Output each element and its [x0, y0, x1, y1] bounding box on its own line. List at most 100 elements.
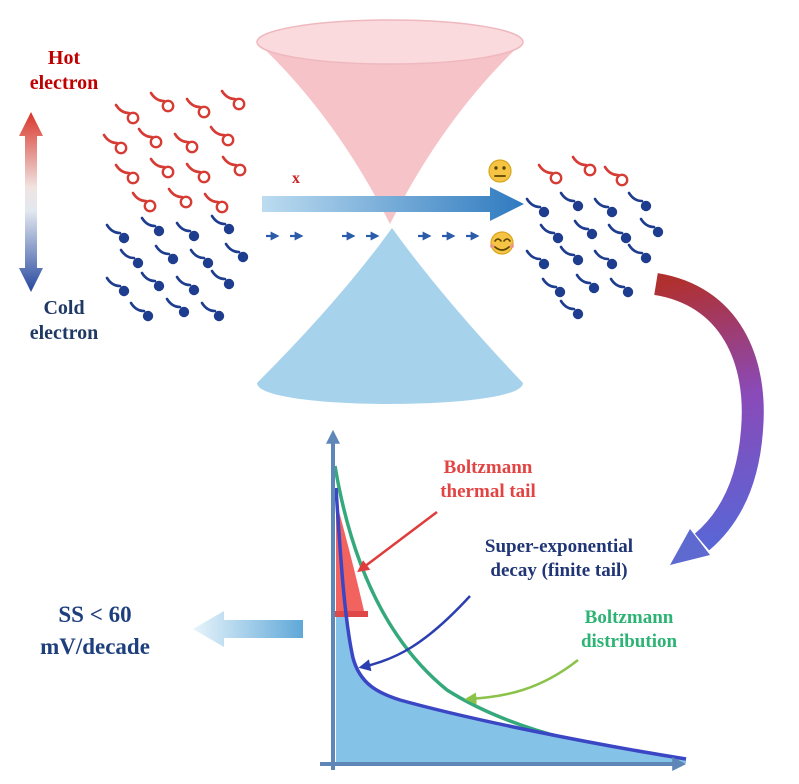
cold-electron-icon	[223, 223, 235, 235]
cold-electron-icon	[213, 310, 225, 322]
cold-electron-icon	[129, 301, 146, 313]
hot-electron-icon	[137, 127, 154, 139]
cold-electron-icon	[210, 214, 227, 226]
hot-electron-icon	[197, 105, 211, 119]
hot-electron-icon	[221, 155, 238, 167]
hot-electron-icon	[179, 195, 193, 209]
cold-electron-icon	[224, 242, 241, 254]
transport-arrow-icon	[262, 187, 524, 221]
hot-electron-icon	[102, 133, 119, 145]
cold-electron-icon	[559, 299, 576, 311]
cold-electron-icon	[593, 197, 610, 209]
super-exponential-label: Super-exponential decay (finite tail)	[484, 536, 634, 581]
hot-electron-icon	[131, 191, 148, 203]
hot-electron-icon	[143, 199, 157, 213]
hot-electron-icon	[221, 133, 235, 147]
cold-electron-icon	[188, 230, 200, 242]
cold-electron-icon	[153, 225, 165, 237]
cold-electron-icon	[640, 200, 652, 212]
hot-electron-icon	[583, 163, 597, 177]
boltzmann-thermal-tail-label: Boltzmann thermal tail	[440, 457, 536, 502]
cold-electron-icon	[153, 280, 165, 292]
hot-electron-icon	[615, 173, 629, 187]
cold-electron-icon	[538, 258, 550, 270]
cold-electron-icon	[223, 278, 235, 290]
hot-electron-icon	[215, 200, 229, 214]
cold-electron-icon	[627, 191, 644, 203]
hot-electron-icon	[149, 135, 163, 149]
hot-electron-icon	[232, 97, 246, 111]
cold-electron-icon	[202, 257, 214, 269]
hot-electron-icon	[149, 157, 166, 169]
super-exponential-pointer-arrow	[358, 595, 471, 672]
cold-electron-icon	[175, 221, 192, 233]
cold-electron-icon	[538, 206, 550, 218]
hot-electron-icon	[161, 99, 175, 113]
electron-particles	[102, 89, 664, 322]
super-exponential-curve	[334, 487, 687, 761]
hot-electron-label: Hot electron	[29, 47, 99, 94]
cold-electron-icon	[210, 269, 227, 281]
cold-electron-icon	[189, 248, 206, 260]
hot-electron-icon	[167, 187, 184, 199]
hot-electron-icon	[233, 163, 247, 177]
cold-electron-icon	[575, 273, 592, 285]
cold-electron-icon	[620, 232, 632, 244]
hot-electron-icon	[149, 91, 166, 103]
cold-electron-icon	[178, 306, 190, 318]
cold-electron-icon	[572, 200, 584, 212]
cold-electron-icon	[586, 228, 598, 240]
cold-electron-icon	[154, 244, 171, 256]
boltzmann-distribution-pointer-arrow	[464, 659, 579, 705]
hot-electron-icon	[603, 165, 620, 177]
cold-electron-icon	[593, 249, 610, 261]
lower-dirac-cone	[257, 228, 523, 404]
hot-electron-icon	[126, 171, 140, 185]
cold-electron-icon	[572, 308, 584, 320]
cold-electron-icon	[606, 258, 618, 270]
hot-electron-icon	[185, 97, 202, 109]
cold-electron-icon	[165, 297, 182, 309]
thermal-tail-pointer-arrow	[357, 511, 438, 573]
cold-electron-icon	[554, 286, 566, 298]
temperature-gradient-arrow-icon	[19, 112, 43, 292]
cold-electron-icon	[105, 276, 122, 288]
curved-arrow-head	[670, 529, 710, 565]
cold-electron-icon	[573, 219, 590, 231]
hot-electron-icon	[114, 163, 131, 175]
cold-electron-icon	[140, 216, 157, 228]
cold-electron-icon	[140, 271, 157, 283]
hot-electron-icon	[161, 165, 175, 179]
curved-gradient-arrow-icon	[653, 273, 764, 551]
cold-electron-icon	[525, 249, 542, 261]
neutral-face-icon	[488, 159, 512, 183]
cold-electron-icon	[639, 217, 656, 229]
cold-electron-icon	[609, 277, 626, 289]
hot-electron-icon	[197, 170, 211, 184]
ss-label: SS < 60 mV/decade	[40, 602, 150, 660]
cold-electron-icon	[552, 232, 564, 244]
cold-electron-icon	[119, 248, 136, 260]
left-result-arrow-icon	[193, 611, 303, 647]
hot-electron-icon	[185, 162, 202, 174]
cold-electron-icon	[559, 245, 576, 257]
hot-electron-icon	[571, 155, 588, 167]
cold-electron-icon	[539, 223, 556, 235]
cold-electron-icon	[622, 286, 634, 298]
hot-electron-icon	[126, 111, 140, 125]
cold-electron-icon	[118, 232, 130, 244]
hot-electron-icon	[114, 141, 128, 155]
cold-electron-icon	[200, 301, 217, 313]
hot-electron-icon	[549, 171, 563, 185]
cold-electron-icon	[188, 284, 200, 296]
smiling-face-icon	[490, 231, 514, 255]
boltzmann-distribution-label: Boltzmann distribution	[580, 607, 678, 652]
upper-dirac-cone	[257, 42, 523, 224]
cold-electron-icon	[525, 197, 542, 209]
hot-electron-icon	[185, 140, 199, 154]
cold-electron-icon	[640, 252, 652, 264]
cold-electron-icon	[652, 226, 664, 238]
cold-electron-label: Cold electron	[29, 297, 99, 344]
